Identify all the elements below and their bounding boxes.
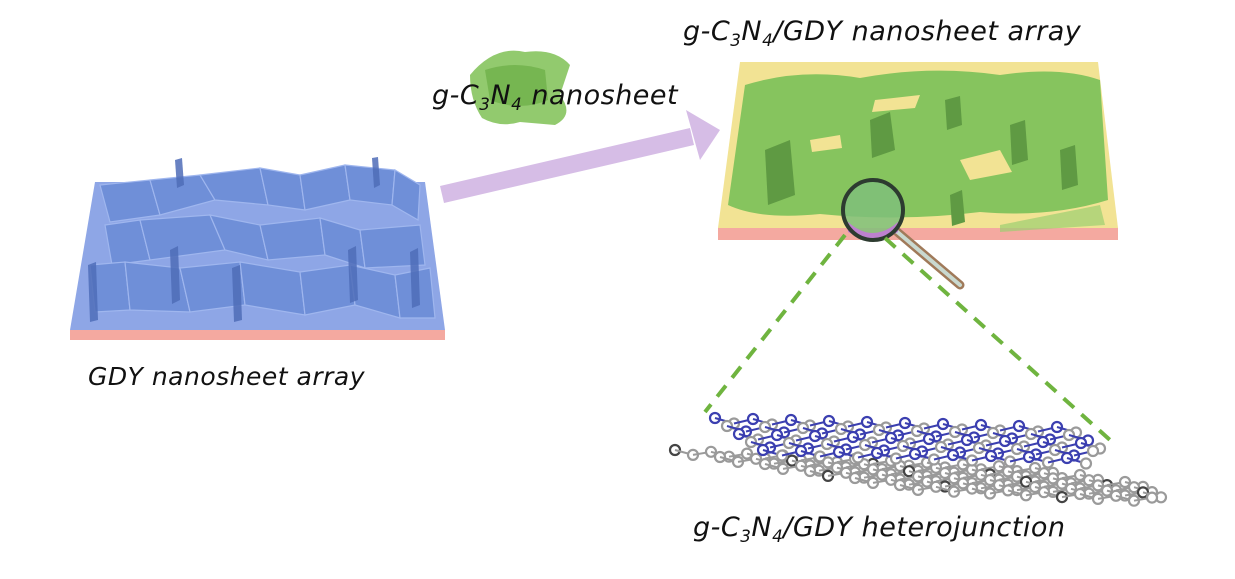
formula-prefix: g-C [693,512,741,543]
cn-nanosheet-icon [470,50,570,125]
formula-subscript: 3 [730,29,742,50]
heterojunction-label: g-C3N4/GDY heterojunction [693,512,1065,546]
cn-nanosheet-label: g-C3N4 nanosheet [432,80,678,114]
formula-subscript: 3 [740,525,752,546]
cn-sheets-on-gdy [728,70,1108,232]
formula-subscript: 4 [511,93,523,114]
formula-subscript: 4 [762,29,774,50]
gdy-vertical-sheets [89,164,436,319]
formula-element: N [490,80,512,111]
gdy-sheet-shadows [88,157,420,322]
carbon-atom [1086,444,1100,458]
carbon-atom [1145,491,1159,504]
formula-element: N [741,16,763,47]
formula-subscript: 3 [479,93,491,114]
label-suffix: nanosheet [522,80,679,111]
formula-subscript: 4 [772,525,784,546]
formula-element: N [751,512,773,543]
magnifying-glass-icon [841,178,965,290]
gdy-array-label: GDY nanosheet array [88,362,365,391]
arrow-head [686,110,720,160]
heterojunction-molecular-model [668,411,1168,507]
composite-substrate-side [718,228,1118,240]
composite-array-label: g-C3N4/GDY nanosheet array [683,16,1081,50]
gdy-array-label-text: GDY nanosheet array [88,362,366,391]
gdy-substrate-side [70,330,445,340]
label-suffix: /GDY heterojunction [783,512,1066,543]
formula-prefix: g-C [683,16,731,47]
arrow-shaft [440,128,694,203]
carbon-atom [1079,457,1093,470]
zoom-indicator-lines [703,233,1112,442]
process-arrow [440,110,720,203]
composite-nanosheet-array [718,62,1118,240]
label-suffix: /GDY nanosheet array [773,16,1082,47]
formula-prefix: g-C [432,80,480,111]
gdy-nanosheet-array [70,157,445,340]
